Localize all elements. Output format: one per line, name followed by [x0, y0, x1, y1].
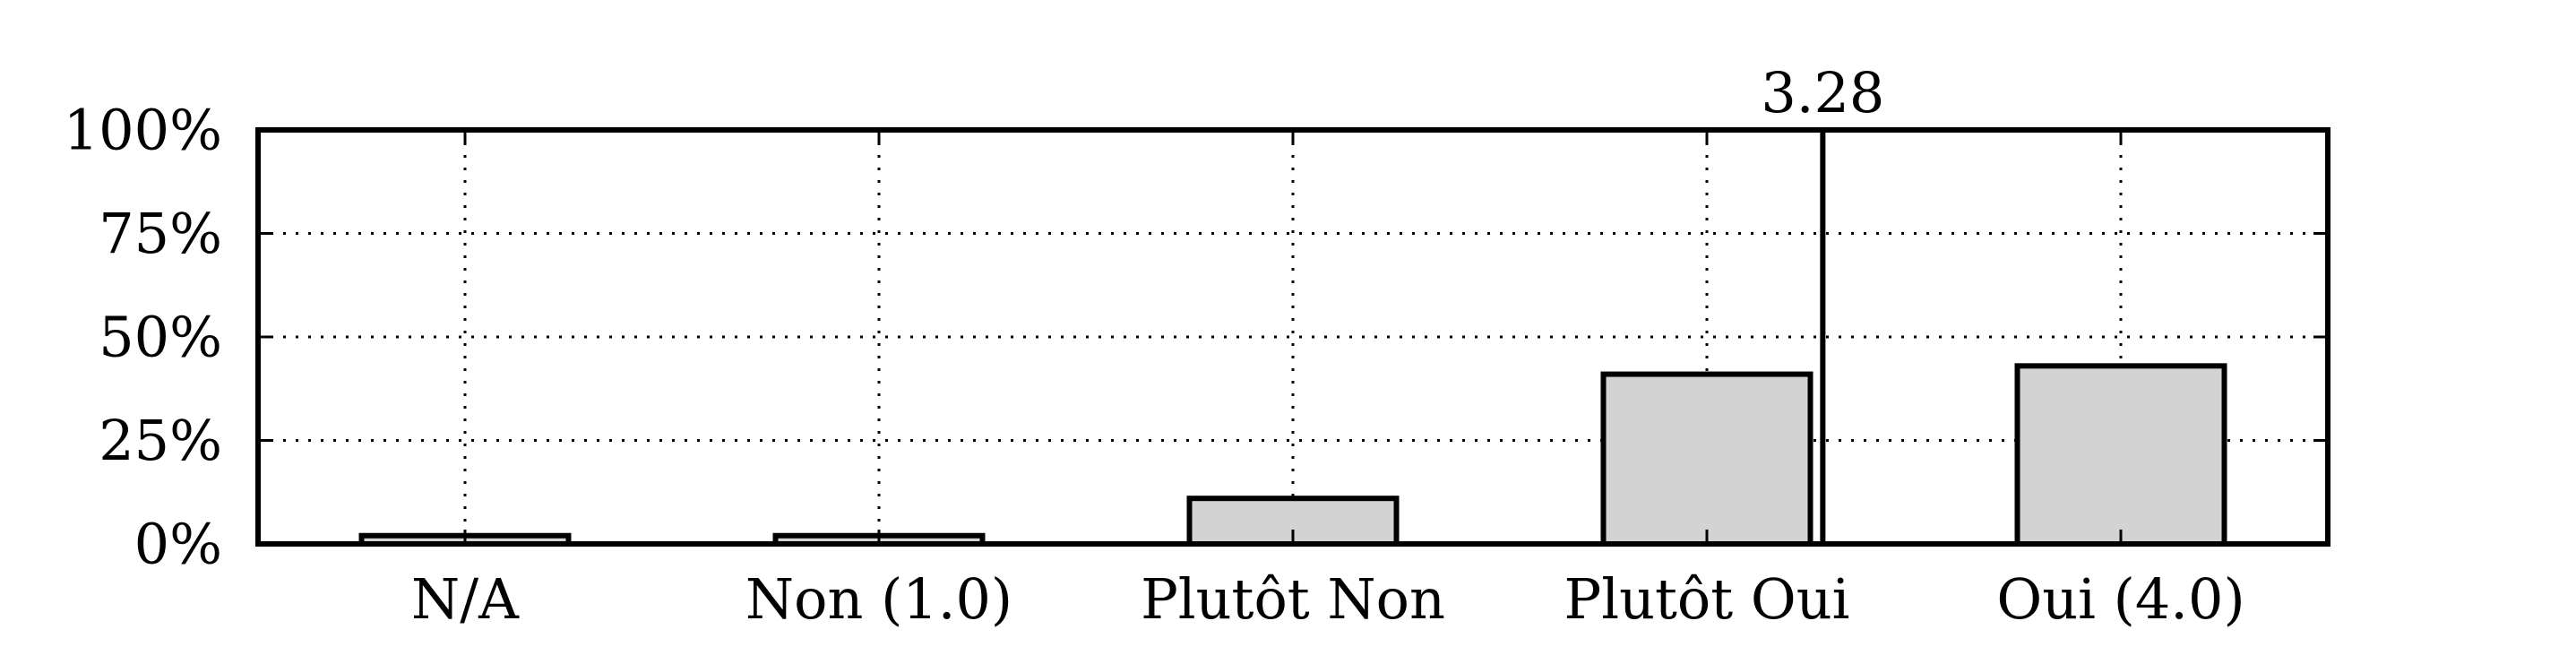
x-category-label: Non (1.0) — [745, 566, 1012, 632]
y-axis-ticks: 0% 25% 50% 75% 100% — [64, 98, 2328, 577]
plot-frame — [255, 127, 2330, 547]
bar — [2014, 363, 2227, 547]
mean-marker-group: 3.28 — [1761, 60, 1884, 544]
x-category-label: N/A — [411, 566, 520, 632]
y-tick-label: 0% — [134, 512, 222, 577]
x-category-label: Plutôt Non — [1141, 566, 1445, 632]
x-category-label: Plutôt Oui — [1564, 566, 1850, 632]
bar — [1600, 371, 1814, 547]
bars-group — [358, 363, 2227, 548]
x-category-label: Oui (4.0) — [1996, 566, 2244, 632]
y-tick-label: 100% — [64, 98, 222, 163]
mean-value-label: 3.28 — [1761, 60, 1884, 125]
y-tick-label: 75% — [99, 201, 222, 266]
x-axis-labels: N/A Non (1.0) Plutôt Non Plutôt Oui Oui (4.0… — [411, 130, 2245, 632]
y-tick-label: 25% — [99, 408, 222, 473]
y-tick-label: 50% — [99, 305, 222, 370]
